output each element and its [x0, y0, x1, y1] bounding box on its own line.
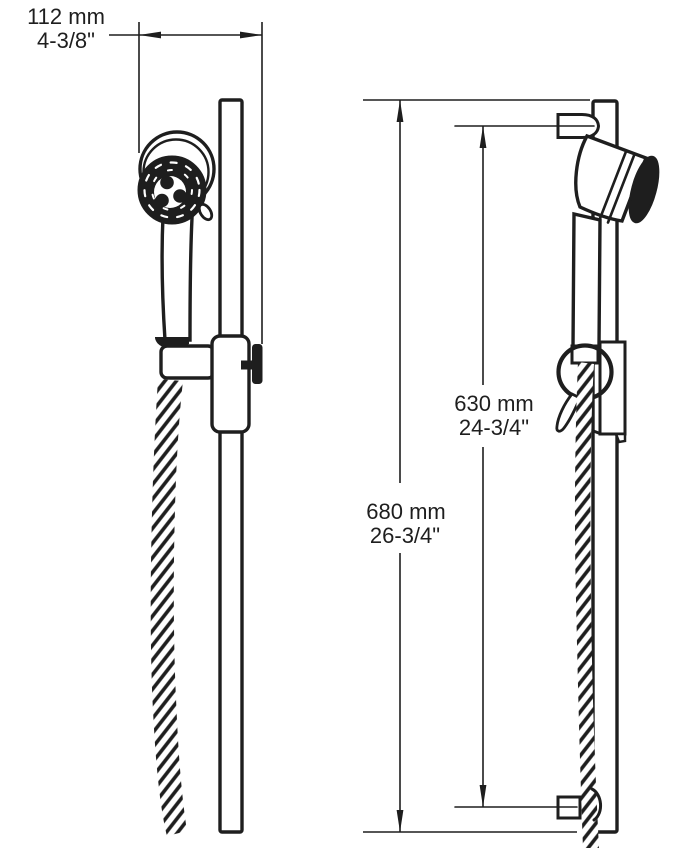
slider-tab-side — [614, 432, 627, 444]
spray-face-front — [137, 155, 214, 225]
lock-knob-stem-front — [241, 360, 253, 370]
hose-side — [574, 362, 599, 848]
slide-bar-front — [218, 98, 244, 834]
label-overall-metric: 680 mm — [366, 499, 445, 524]
arrowhead-630-top — [479, 126, 487, 148]
holder-arm-front — [159, 344, 216, 380]
label-width-imperial: 4-3/8" — [37, 28, 95, 53]
head-rim-line-2 — [606, 154, 636, 224]
slider-body-front — [210, 334, 251, 434]
label-span-metric: 630 mm — [454, 391, 533, 416]
handshower-handle-side — [571, 211, 602, 349]
hose-bulge-side — [590, 787, 602, 822]
arrowhead-680-top — [396, 100, 404, 122]
head-rim-line-1 — [598, 150, 628, 220]
spray-face-tab — [197, 202, 214, 222]
holder-lever-side — [555, 392, 582, 433]
arrowhead-width-left — [139, 31, 161, 39]
label-width-metric: 112 mm — [27, 4, 105, 29]
hose-front — [150, 379, 187, 836]
spray-face-side — [628, 155, 660, 224]
dimension-overall-height — [363, 99, 590, 833]
dimension-bracket-span — [479, 126, 487, 807]
lock-knob-front — [252, 344, 263, 384]
arrowhead-630-bottom — [479, 785, 487, 807]
arrowhead-width-right — [240, 31, 262, 39]
arrowhead-680-bottom — [396, 810, 404, 832]
label-overall-imperial: 26-3/4" — [370, 523, 440, 548]
side-view — [454, 99, 660, 848]
handshower-handle-front — [160, 214, 194, 342]
dimension-width — [109, 22, 263, 344]
label-span-imperial: 24-3/4" — [459, 415, 529, 440]
front-view — [137, 98, 263, 836]
